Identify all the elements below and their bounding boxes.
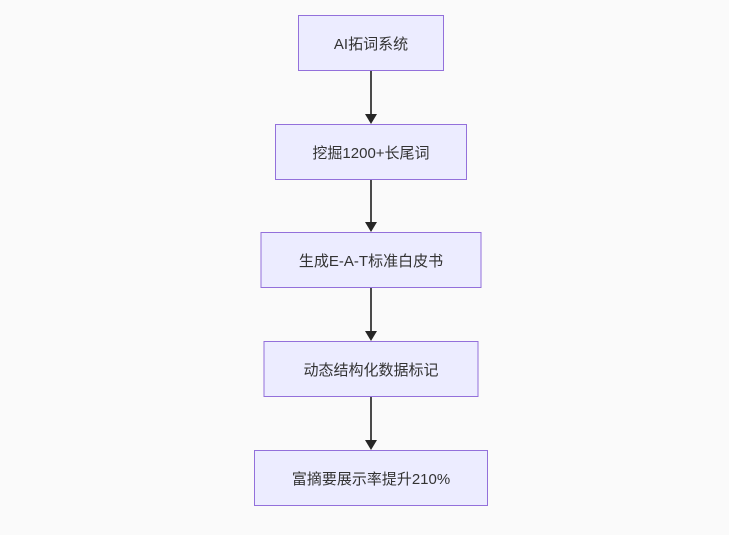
flowchart-node-step-1: AI拓词系统 <box>298 15 444 71</box>
flowchart-node-step-3: 生成E-A-T标准白皮书 <box>260 232 482 288</box>
node-label: 挖掘1200+长尾词 <box>312 144 430 162</box>
arrow-shaft <box>370 180 372 223</box>
arrowhead-icon <box>365 331 377 341</box>
node-label: 动态结构化数据标记 <box>303 361 439 379</box>
arrow-shaft <box>370 288 372 332</box>
arrowhead-icon <box>365 440 377 450</box>
arrowhead-icon <box>365 222 377 232</box>
flowchart-edge-arrow <box>364 71 378 124</box>
arrow-shaft <box>370 71 372 115</box>
node-label: AI拓词系统 <box>333 35 409 53</box>
node-label: 生成E-A-T标准白皮书 <box>298 252 444 270</box>
flowchart-edge-arrow <box>364 180 378 232</box>
flowchart-edge-arrow <box>364 288 378 341</box>
flowchart-node-step-4: 动态结构化数据标记 <box>263 341 479 397</box>
flowchart-node-step-5: 富摘要展示率提升210% <box>254 450 488 506</box>
arrowhead-icon <box>365 114 377 124</box>
flowchart-edge-arrow <box>364 397 378 450</box>
arrow-shaft <box>370 397 372 441</box>
flowchart-node-step-2: 挖掘1200+长尾词 <box>275 124 467 180</box>
node-label: 富摘要展示率提升210% <box>291 470 451 488</box>
